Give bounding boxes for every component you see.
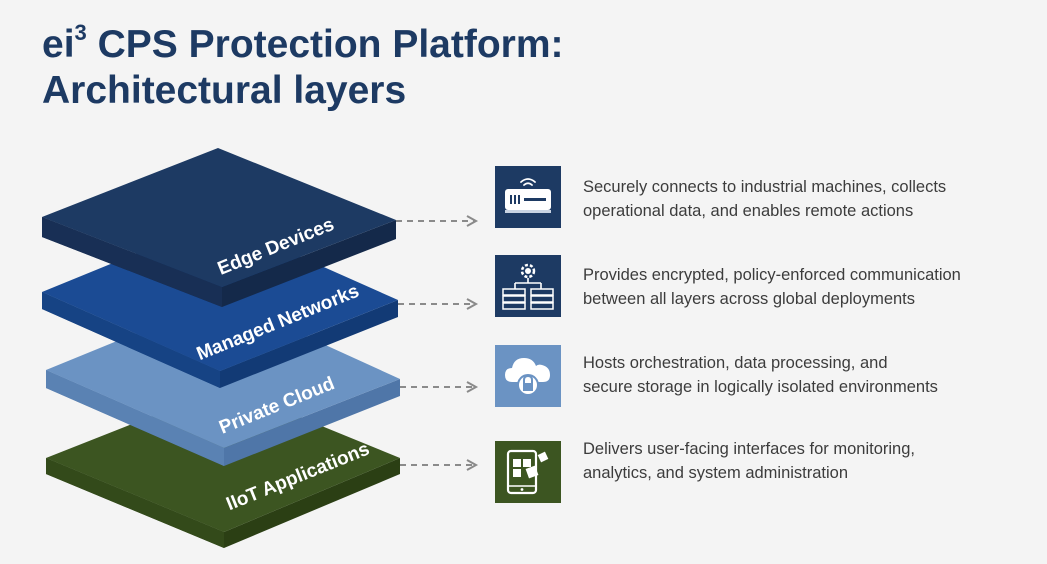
layer-description-iiot-applications: Delivers user-facing interfaces for moni… <box>583 437 1033 485</box>
desc-line: analytics, and system administration <box>583 464 849 482</box>
layer-edge-devices: Edge Devices <box>42 148 479 307</box>
title-line2: Architectural layers <box>42 69 407 112</box>
connector-arrow-cloud <box>466 381 479 393</box>
cloud-lock-icon <box>495 345 561 407</box>
title-superscript: 3 <box>74 20 87 45</box>
connector-arrow-edge <box>466 215 479 227</box>
layer-description-managed-networks: Provides encrypted, policy-enforced comm… <box>583 263 1033 311</box>
desc-line: Delivers user-facing interfaces for moni… <box>583 440 915 458</box>
layer-description-edge-devices: Securely connects to industrial machines… <box>583 175 1033 223</box>
desc-line: Hosts orchestration, data processing, an… <box>583 354 888 372</box>
layer-description-private-cloud: Hosts orchestration, data processing, an… <box>583 351 1033 399</box>
desc-line: operational data, and enables remote act… <box>583 202 914 220</box>
connector-arrow-networks <box>466 298 479 310</box>
desc-line: between all layers across global deploym… <box>583 290 916 308</box>
page-title: ei3 CPS Protection Platform:Architectura… <box>42 22 564 114</box>
tablet-app-icon <box>495 441 561 503</box>
connector-arrow-iiot <box>466 459 479 471</box>
desc-line: Provides encrypted, policy-enforced comm… <box>583 266 961 284</box>
layer-stack: IIoT Applications Private Cloud Managed … <box>42 148 479 548</box>
desc-line: Securely connects to industrial machines… <box>583 178 947 196</box>
network-gear-icon <box>495 255 561 317</box>
title-prefix: ei <box>42 23 75 66</box>
desc-line: secure storage in logically isolated env… <box>583 378 938 396</box>
title-line1: CPS Protection Platform: <box>86 23 564 66</box>
router-icon <box>495 166 561 228</box>
